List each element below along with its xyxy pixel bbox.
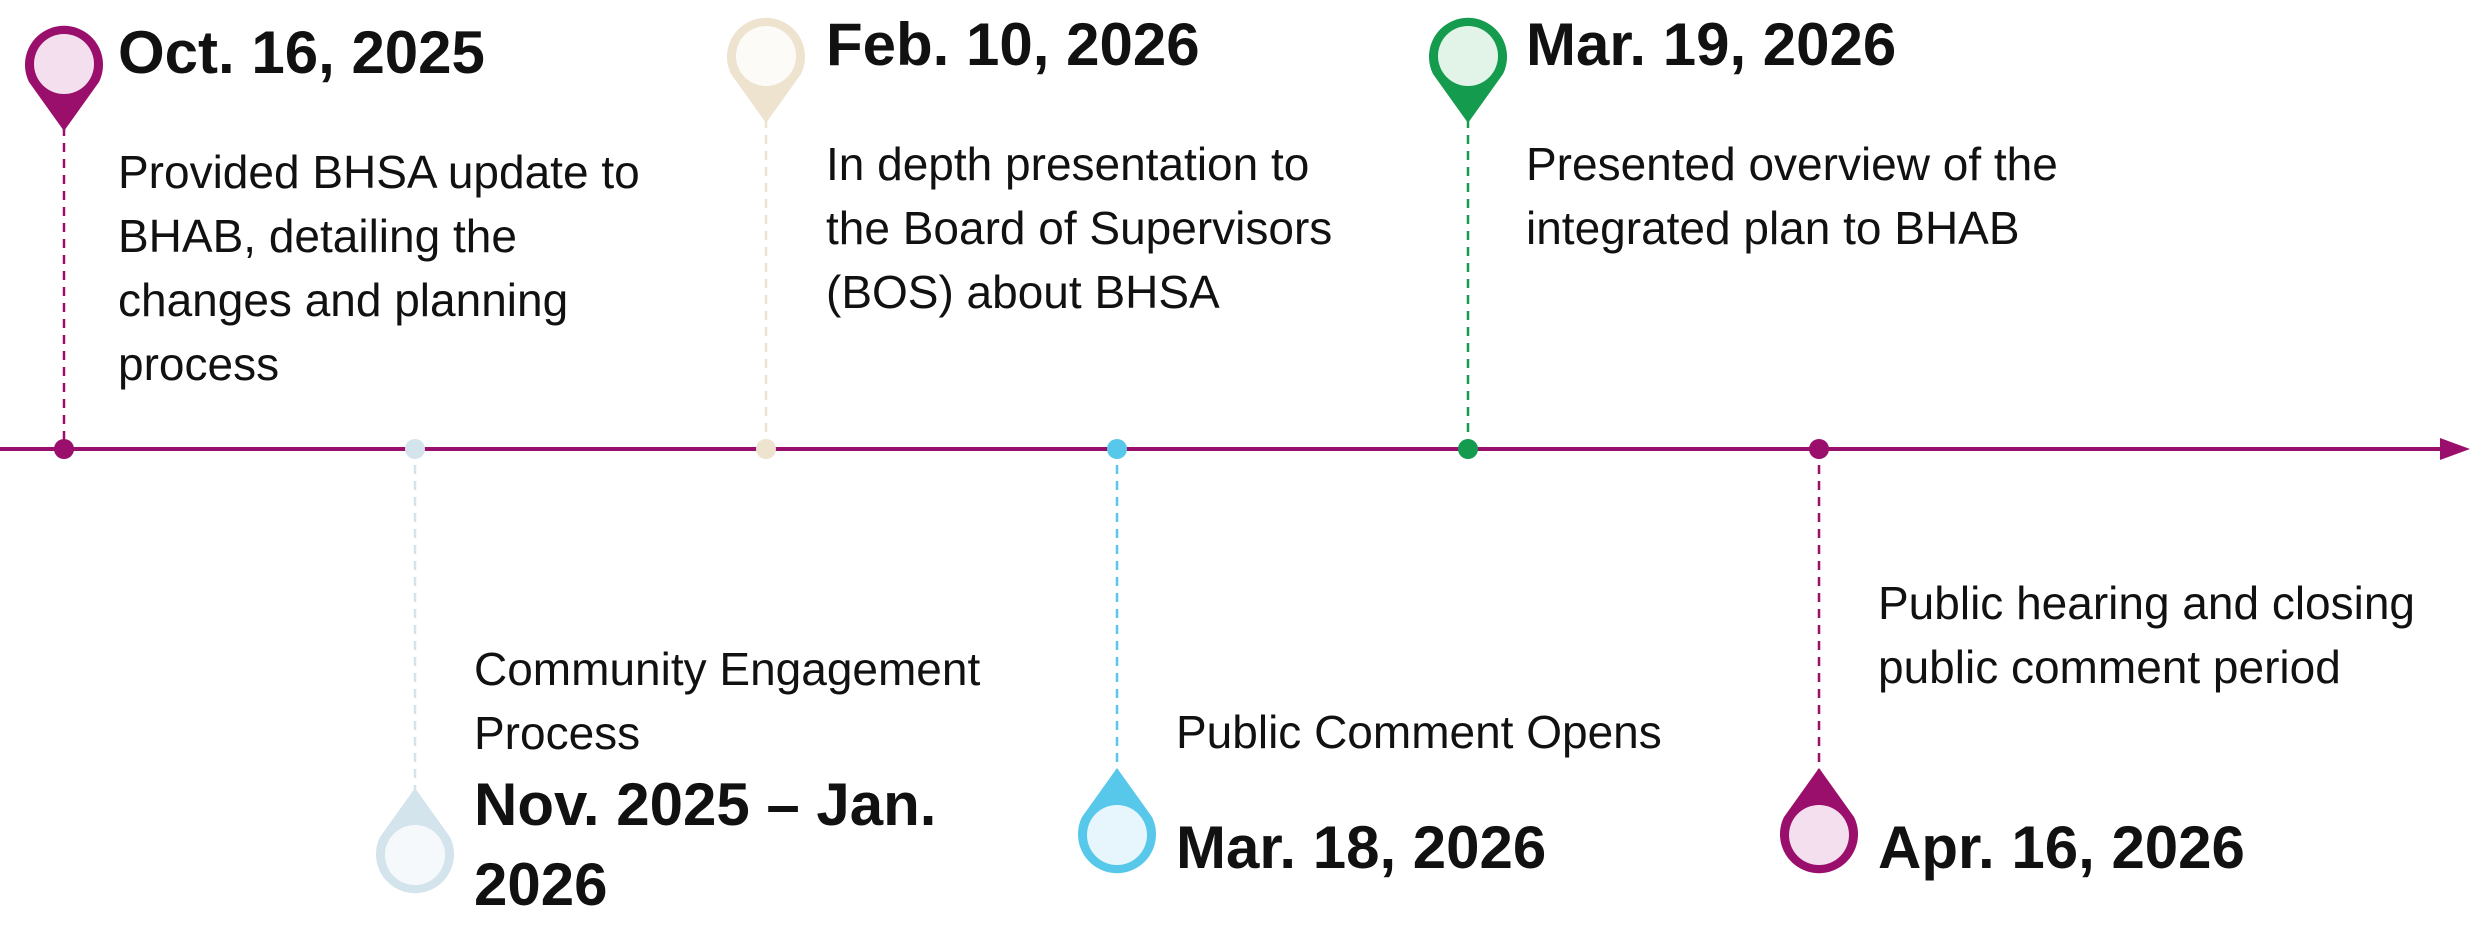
event-date-feb-10-2026: Feb. 10, 2026 — [826, 11, 1200, 78]
pin-inner-nov-2025-jan-2026 — [385, 825, 445, 885]
pin-inner-apr-16-2026 — [1789, 805, 1849, 865]
pin-inner-oct-16-2025 — [34, 34, 94, 94]
pin-inner-mar-19-2026 — [1438, 26, 1498, 86]
pin-inner-feb-10-2026 — [736, 26, 796, 86]
event-description-bhsa-update: Provided BHSA update to BHAB, detailing … — [118, 146, 640, 390]
pin-inner-mar-18-2026 — [1087, 805, 1147, 865]
event-date-oct-16-2025: Oct. 16, 2025 — [118, 19, 485, 86]
event-date-mar-19-2026: Mar. 19, 2026 — [1526, 11, 1897, 78]
axis-dot-mar-19-2026 — [1458, 439, 1478, 459]
event-date-mar-18-2026: Mar. 18, 2026 — [1176, 814, 1547, 881]
axis-dot-apr-16-2026 — [1809, 439, 1829, 459]
event-description-bos-presentation: In depth presentation to the Board of Su… — [826, 138, 1333, 318]
axis-dot-oct-16-2025 — [54, 439, 74, 459]
event-description-integrated-plan-overview: Presented overview of the integrated pla… — [1526, 138, 2058, 254]
event-description-public-comment-opens: Public Comment Opens — [1176, 706, 1662, 758]
event-description-community-engagement: Community Engagement Process — [474, 643, 981, 759]
event-date-apr-16-2026: Apr. 16, 2026 — [1878, 814, 2245, 881]
timeline-arrowhead — [2440, 438, 2470, 460]
event-date-nov-2025-jan-2026: Nov. 2025 – Jan. 2026 — [474, 771, 937, 918]
axis-dot-feb-10-2026 — [756, 439, 776, 459]
event-description-public-hearing: Public hearing and closing public commen… — [1878, 577, 2416, 693]
axis-dot-nov-2025-jan-2026 — [405, 439, 425, 459]
axis-dot-mar-18-2026 — [1107, 439, 1127, 459]
